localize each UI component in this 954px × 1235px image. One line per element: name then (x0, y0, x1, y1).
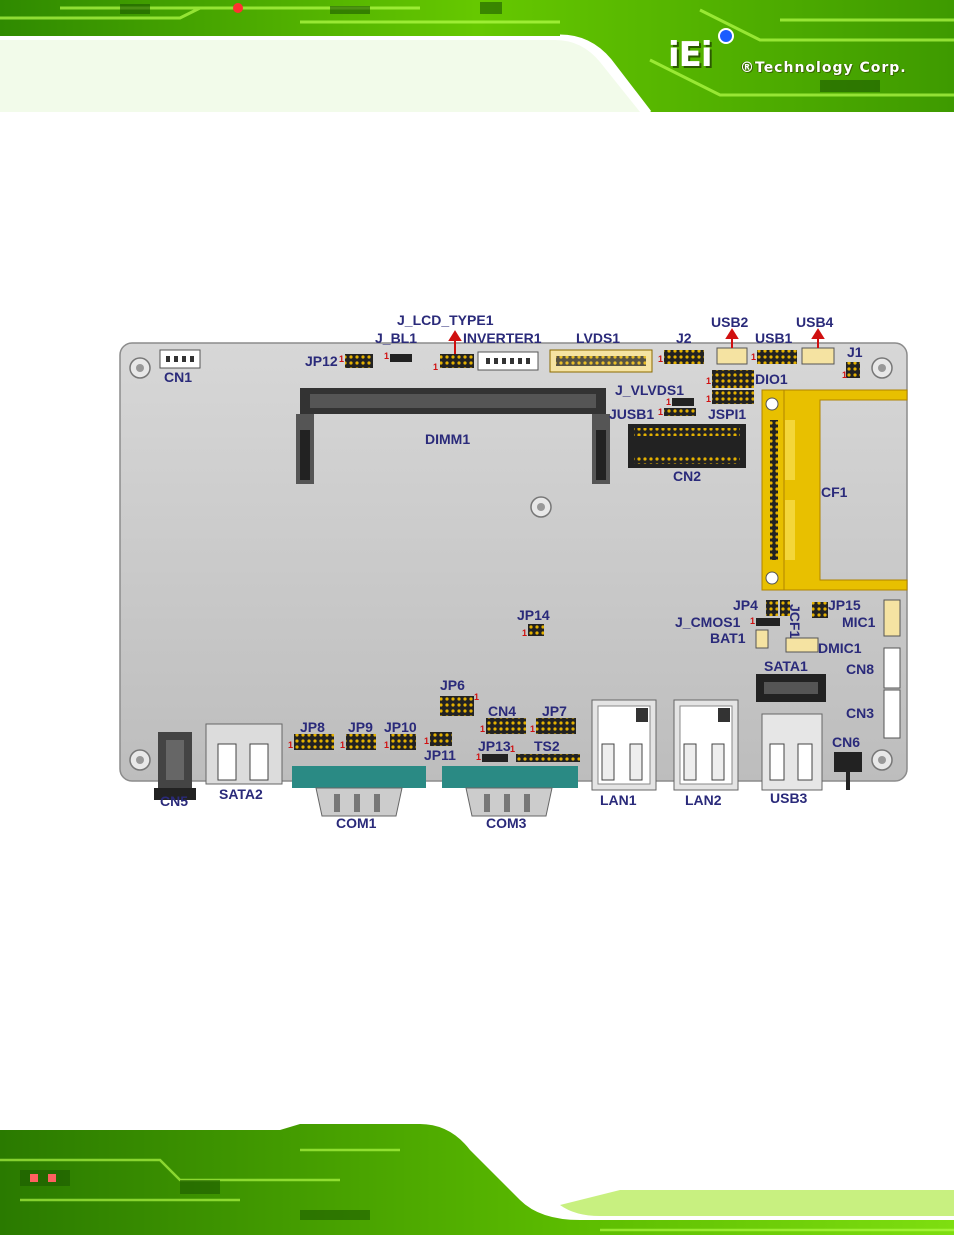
label-lvds1: LVDS1 (576, 330, 621, 346)
label-cn8: CN8 (846, 661, 875, 677)
label-jusb1: JUSB1 (609, 406, 655, 422)
label-ts2: TS2 (534, 738, 560, 754)
label-dimm1: DIMM1 (425, 431, 471, 447)
svg-text:1: 1 (751, 352, 756, 362)
label-cn2: CN2 (673, 468, 702, 484)
label-cf1: CF1 (821, 484, 848, 500)
label-jp13: JP13 (478, 738, 511, 754)
header-circuit-graphic (0, 0, 954, 112)
label-dmic1: DMIC1 (818, 640, 862, 656)
svg-text:1: 1 (522, 628, 527, 638)
svg-text:1: 1 (706, 394, 711, 404)
footer-banner (0, 1120, 954, 1235)
svg-text:1: 1 (340, 740, 345, 750)
label-j-cmos1: J_CMOS1 (675, 614, 741, 630)
svg-text:1: 1 (658, 407, 663, 417)
header-banner: iEi ®Technology Corp. (0, 0, 954, 112)
label-cn5: CN5 (160, 793, 189, 809)
label-jp14: JP14 (517, 607, 550, 623)
label-jp6: JP6 (440, 677, 465, 693)
svg-text:1: 1 (666, 397, 671, 407)
svg-text:1: 1 (339, 354, 344, 364)
label-inverter1: INVERTER1 (463, 330, 542, 346)
svg-text:1: 1 (510, 744, 515, 754)
label-com3: COM3 (486, 815, 527, 831)
label-sata1: SATA1 (764, 658, 808, 674)
svg-text:1: 1 (384, 740, 389, 750)
label-jp9: JP9 (348, 719, 373, 735)
svg-text:1: 1 (750, 616, 755, 626)
label-j1: J1 (847, 344, 863, 360)
label-cn6: CN6 (832, 734, 861, 750)
label-dio1: DIO1 (755, 371, 788, 387)
footer-circuit-graphic (0, 1120, 954, 1235)
label-sata2: SATA2 (219, 786, 263, 802)
label-lan2: LAN2 (685, 792, 722, 808)
label-usb1: USB1 (755, 330, 793, 346)
label-j-vlvds1: J_VLVDS1 (615, 382, 684, 398)
label-cn1: CN1 (164, 369, 193, 385)
svg-text:1: 1 (530, 724, 535, 734)
brand-company-name: ®Technology Corp. (740, 60, 907, 76)
brand-logo: iEi (668, 35, 713, 75)
label-jp15: JP15 (828, 597, 861, 613)
label-jp4: JP4 (733, 597, 758, 613)
svg-text:1: 1 (658, 354, 663, 364)
label-jcf1: JCF1 (787, 604, 803, 639)
label-jspi1: JSPI1 (708, 406, 747, 422)
label-usb3: USB3 (770, 790, 808, 806)
label-jp8: JP8 (300, 719, 325, 735)
svg-text:1: 1 (474, 692, 479, 702)
svg-text:1: 1 (706, 376, 711, 386)
label-usb2: USB2 (711, 314, 749, 330)
label-usb4: USB4 (796, 314, 834, 330)
label-lan1: LAN1 (600, 792, 637, 808)
label-jp12: JP12 (305, 353, 338, 369)
label-mic1: MIC1 (842, 614, 876, 630)
label-j-lcd-type1: J_LCD_TYPE1 (397, 312, 494, 328)
svg-text:1: 1 (480, 724, 485, 734)
label-cn4: CN4 (488, 703, 517, 719)
svg-text:1: 1 (424, 736, 429, 746)
svg-text:1: 1 (842, 370, 847, 380)
label-com1: COM1 (336, 815, 377, 831)
label-bat1: BAT1 (710, 630, 746, 646)
svg-text:1: 1 (384, 351, 389, 361)
svg-text:1: 1 (433, 362, 438, 372)
label-j-bl1: J_BL1 (375, 330, 418, 346)
label-jp11: JP11 (424, 747, 456, 763)
label-jp10: JP10 (384, 719, 417, 735)
label-jp7: JP7 (542, 703, 567, 719)
logo-dot-icon (718, 28, 734, 44)
svg-text:1: 1 (476, 752, 481, 762)
label-j2: J2 (676, 330, 692, 346)
board-drawing: 111 111 111 111 111 111 111 (119, 328, 908, 817)
svg-text:1: 1 (288, 740, 293, 750)
label-cn3: CN3 (846, 705, 875, 721)
